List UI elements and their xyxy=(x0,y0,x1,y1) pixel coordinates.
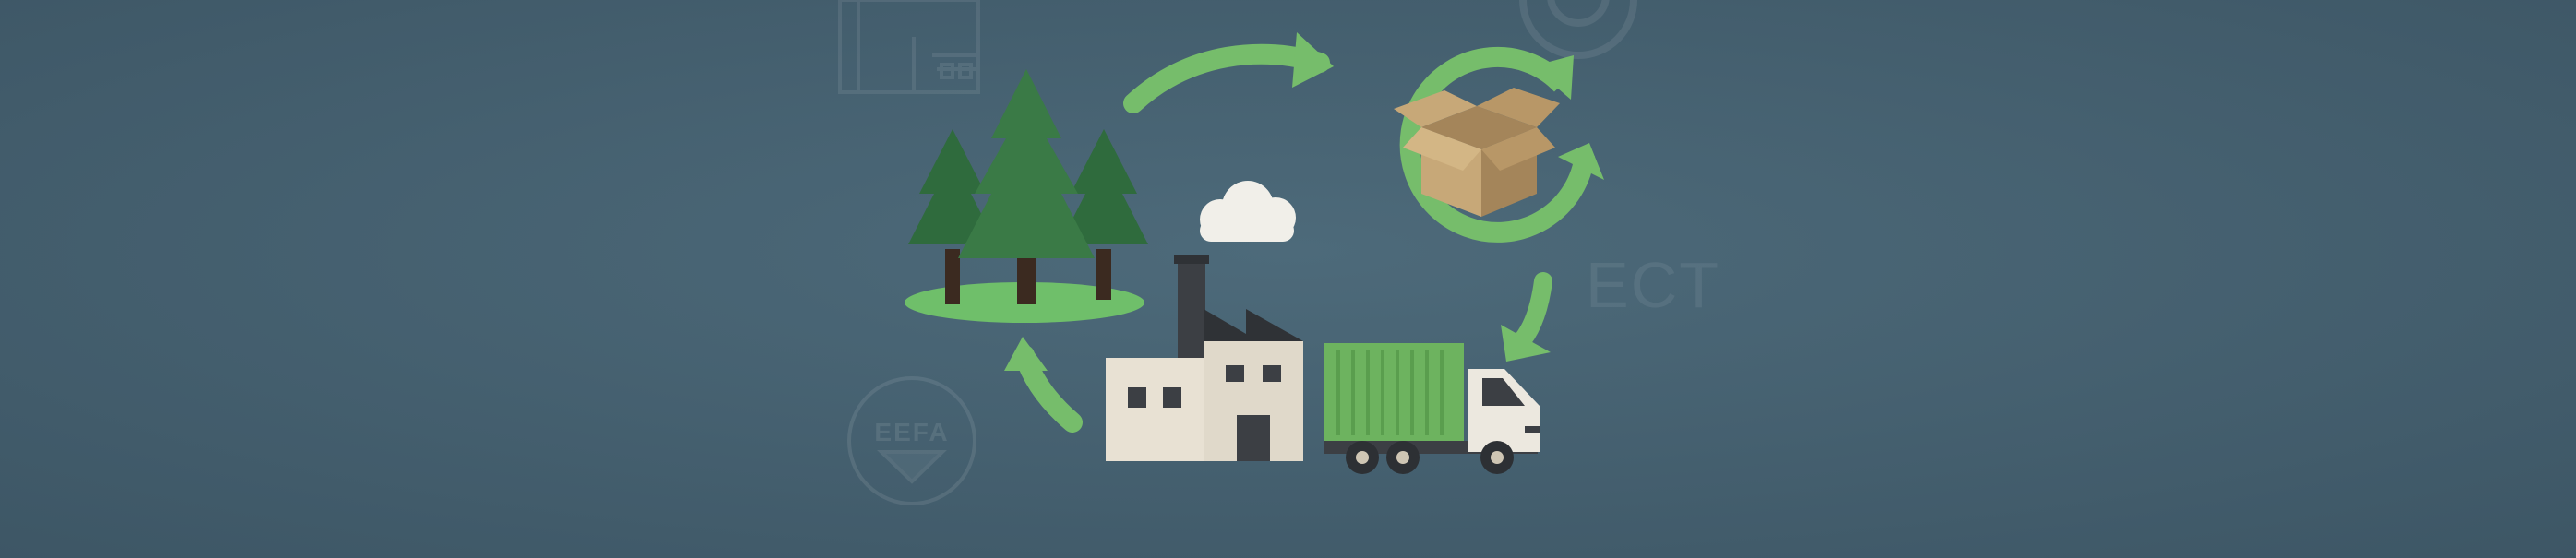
watermark-circle-icon xyxy=(1519,0,1637,59)
cardboard-box-icon xyxy=(1394,88,1560,217)
recycle-arrows-icon xyxy=(1399,46,1604,243)
watermark-factory-icon xyxy=(838,0,980,94)
watermark-ect-label: ECT xyxy=(1586,249,1720,321)
forest-icon xyxy=(905,69,1148,323)
watermark-badge-icon xyxy=(847,376,976,505)
watermark-badge-label: EEFA xyxy=(874,418,949,446)
cycle-arrow-icon-up xyxy=(1004,337,1083,433)
factory-icon xyxy=(1106,255,1303,461)
cycle-arrow-icon xyxy=(1123,32,1334,113)
cloud-icon xyxy=(1200,181,1296,242)
cycle-arrow-icon-down xyxy=(1501,272,1552,362)
truck-icon xyxy=(1324,343,1540,474)
